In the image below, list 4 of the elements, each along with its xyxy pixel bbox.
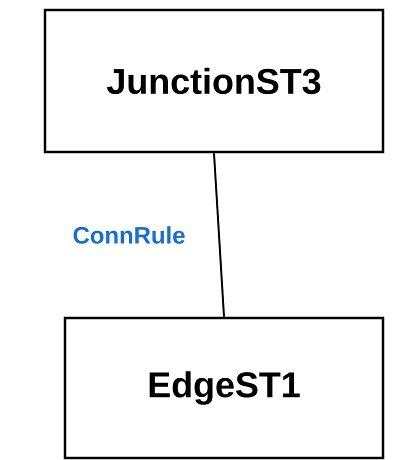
connector-line [213,153,225,317]
process-box: JunctionST3 [44,8,384,154]
process-box: EdgeST1 [64,316,384,460]
edge-label: ConnRule [74,226,185,244]
